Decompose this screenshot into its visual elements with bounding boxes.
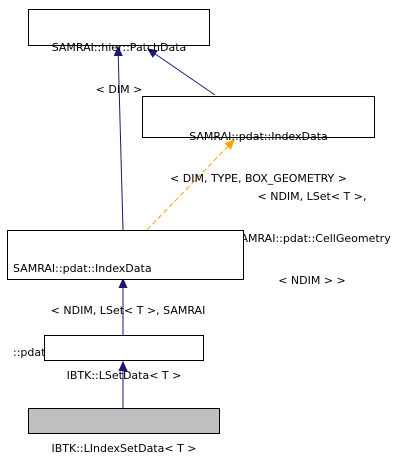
node-indexdata-lset-line-1: SAMRAI::pdat::IndexData xyxy=(13,262,152,275)
edge-indexdata-generic-to-patchdata xyxy=(148,49,216,96)
node-lindexsetdata[interactable]: IBTK::LIndexSetData< T > xyxy=(28,408,220,455)
template-edge-label-line-2: SAMRAI::pdat::CellGeometry xyxy=(233,232,391,245)
template-edge-label-line-1: < NDIM, LSet< T >, xyxy=(257,190,367,203)
node-indexdata-generic-line-2: < DIM, TYPE, BOX_GEOMETRY > xyxy=(170,172,347,185)
node-patchdata-line-1: SAMRAI::hier::PatchData xyxy=(51,41,187,54)
node-indexdata-generic-line-1: SAMRAI::pdat::IndexData xyxy=(189,130,328,143)
node-patchdata-line-2: < DIM > xyxy=(95,83,143,96)
node-indexdata-generic[interactable]: SAMRAI::pdat::IndexData < DIM, TYPE, BOX… xyxy=(142,96,375,185)
node-indexdata-lset-line-2: < NDIM, LSet< T >, SAMRAI xyxy=(50,304,206,317)
template-edge-label-line-3: < NDIM > > xyxy=(278,274,346,287)
edge-template-instantiation xyxy=(146,140,234,231)
node-lsetdata[interactable]: IBTK::LSetData< T > xyxy=(44,335,204,382)
template-edge-label: < NDIM, LSet< T >, SAMRAI::pdat::CellGeo… xyxy=(214,162,410,302)
node-lindexsetdata-line-1: IBTK::LIndexSetData< T > xyxy=(51,442,197,455)
node-indexdata-lset[interactable]: SAMRAI::pdat::IndexData < NDIM, LSet< T … xyxy=(7,230,244,359)
edge-indexdata-lset-to-patchdata xyxy=(118,47,124,231)
node-lsetdata-line-1: IBTK::LSetData< T > xyxy=(66,369,182,382)
inheritance-edges xyxy=(0,0,411,408)
node-patchdata[interactable]: SAMRAI::hier::PatchData < DIM > xyxy=(28,9,210,96)
